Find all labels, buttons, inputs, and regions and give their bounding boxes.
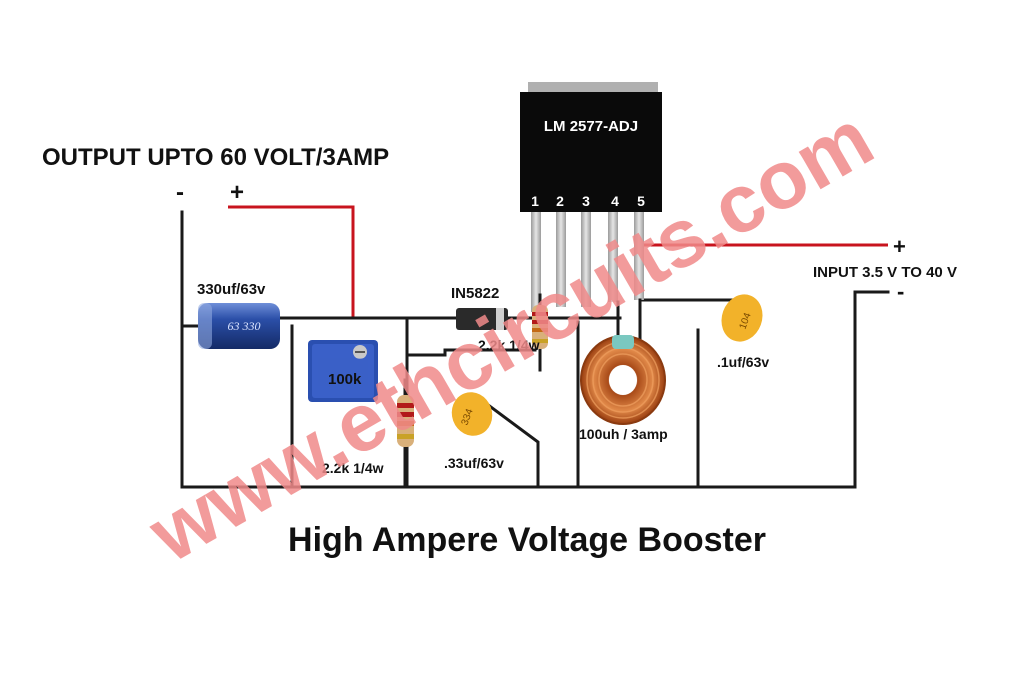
output-label: OUTPUT UPTO 60 VOLT/3AMP xyxy=(42,144,389,171)
cap-input-label: .1uf/63v xyxy=(717,354,769,370)
ic-pin-1: 1 xyxy=(531,193,539,209)
input-minus-label: - xyxy=(897,279,904,304)
inductor-toroid xyxy=(580,298,666,425)
ceramic-capacitor-033: 334 xyxy=(451,392,493,436)
resistor-bottom xyxy=(397,378,414,489)
output-capacitor-label: 330uf/63v xyxy=(197,281,266,298)
output-plus-label: + xyxy=(230,179,244,206)
wiring xyxy=(180,205,890,489)
output-capacitor: 63 330 xyxy=(180,303,280,349)
ic-label: LM 2577-ADJ xyxy=(544,118,638,135)
ic-lm2577: LM 2577-ADJ 1 2 3 4 5 xyxy=(520,82,662,312)
output-minus-label: - xyxy=(176,179,184,206)
ic-pin-5: 5 xyxy=(637,193,645,209)
ic-pin-numbers: 1 2 3 4 5 xyxy=(531,193,645,209)
potentiometer xyxy=(308,340,378,402)
diode-label: IN5822 xyxy=(451,285,499,302)
inductor-label: 100uh / 3amp xyxy=(579,426,668,442)
diagram-title: High Ampere Voltage Booster xyxy=(288,521,766,559)
ic-pin-4: 4 xyxy=(611,193,619,209)
input-label: INPUT 3.5 V TO 40 V xyxy=(813,264,957,281)
resistor-top xyxy=(532,293,548,372)
ic-pin-3: 3 xyxy=(582,193,590,209)
resistor-bottom-label: 2.2k 1/4w xyxy=(322,460,384,476)
output-capacitor-marking: 63 330 xyxy=(228,319,261,333)
cap-comp-label: .33uf/63v xyxy=(444,455,504,471)
input-plus-label: + xyxy=(893,234,906,259)
ic-pin-2: 2 xyxy=(556,193,564,209)
pot-label: 100k xyxy=(328,371,362,388)
diode-in5822 xyxy=(456,308,508,330)
resistor-top-label: 2.2k 1/4w xyxy=(478,337,540,353)
ceramic-capacitor-01: 104 xyxy=(721,294,763,342)
